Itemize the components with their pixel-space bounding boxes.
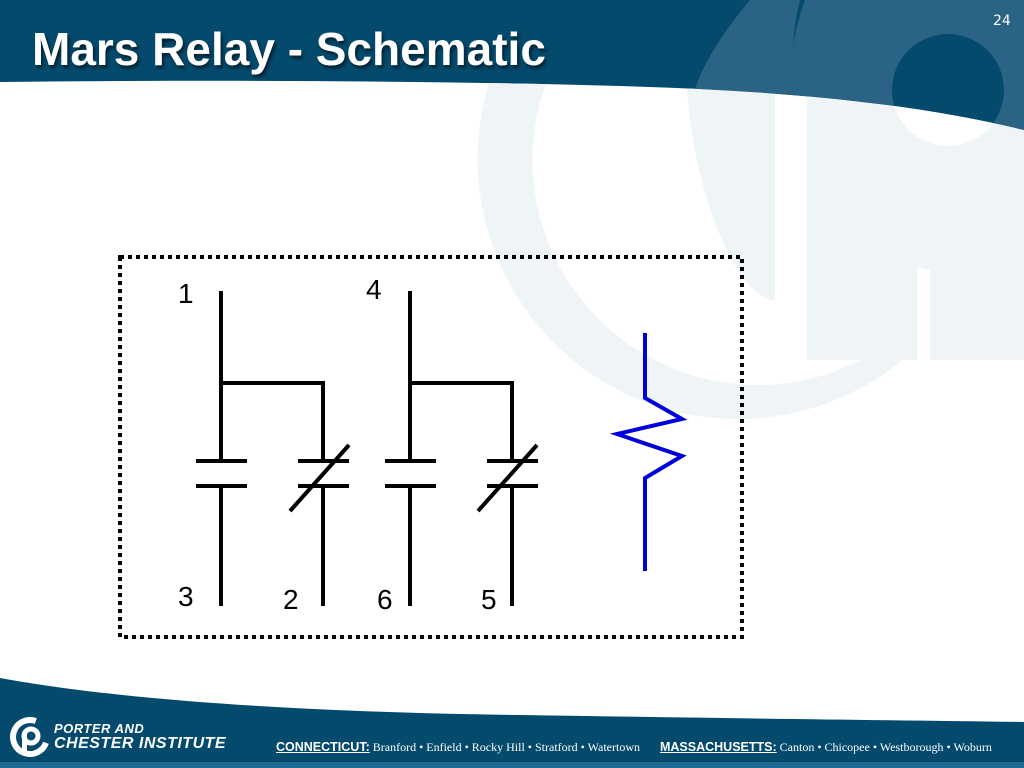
- massachusetts-label: MASSACHUSETTS:: [659, 740, 777, 754]
- terminal-label-3: 3: [178, 581, 194, 612]
- terminal-label-1: 1: [178, 278, 194, 309]
- relay-enclosure-dotted-box: [118, 255, 744, 639]
- terminal-label-5: 5: [481, 584, 497, 615]
- terminal-label-2: 2: [283, 584, 299, 615]
- common-terminal-1-wire: [219, 291, 325, 461]
- normally-open-contact-1-3: [196, 459, 247, 606]
- connecticut-locations: Branford • Enfield • Rocky Hill • Stratf…: [372, 740, 640, 754]
- terminal-label-4: 4: [366, 274, 382, 305]
- porter-chester-logo-icon: [10, 717, 50, 757]
- relay-coil-icon: [609, 333, 688, 571]
- normally-closed-contact-1-2: [288, 443, 351, 606]
- brand-line-2: CHESTER INSTITUTE: [54, 735, 227, 752]
- footer-brand: PORTER AND CHESTER INSTITUTE: [54, 721, 227, 752]
- normally-closed-contact-4-5: [476, 443, 539, 606]
- connecticut-label: CONNECTICUT:: [276, 740, 370, 754]
- massachusetts-locations: Canton • Chicopee • Westborough • Woburn: [779, 740, 992, 754]
- footer-band: [0, 678, 1024, 768]
- common-terminal-4-wire: [408, 291, 514, 461]
- slide-title: Mars Relay - Schematic: [32, 23, 546, 75]
- brand-line-1: PORTER AND: [54, 721, 145, 736]
- slide-number: 24: [993, 13, 1011, 29]
- normally-open-contact-4-6: [385, 459, 436, 606]
- footer-locations: CONNECTICUT: Branford • Enfield • Rocky …: [276, 740, 992, 755]
- terminal-label-6: 6: [377, 584, 393, 615]
